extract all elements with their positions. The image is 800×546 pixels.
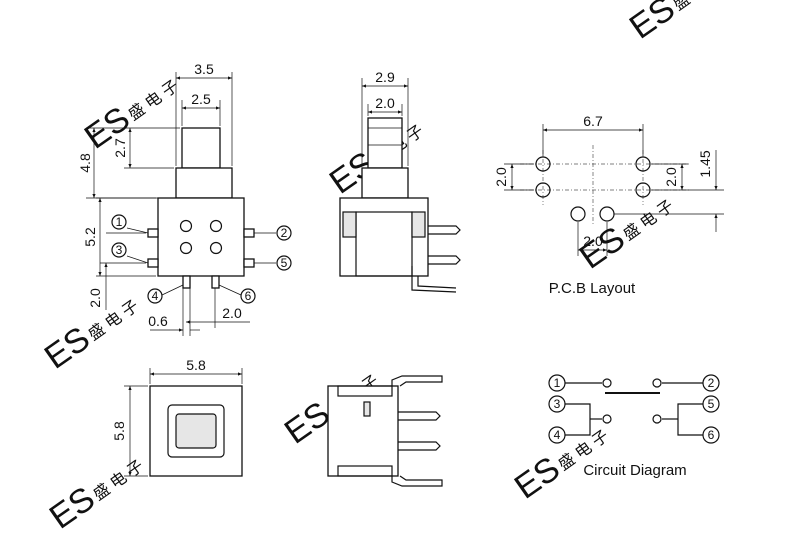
dim-side-2-9: 2.9 [375, 69, 395, 85]
pcb-pad [635, 156, 651, 172]
dim-pcb-2-0-right: 2.0 [663, 167, 679, 187]
svg-text:盛 电 子: 盛 电 子 [90, 457, 147, 504]
side-cavity [355, 211, 413, 277]
circuit-pin-4: 4 [554, 428, 561, 442]
front-pin-right-top [243, 228, 255, 238]
bottom-side-view [327, 375, 443, 487]
front-pin-right-bottom [243, 258, 255, 268]
circuit-pin-3: 3 [554, 397, 561, 411]
dim-front-2-5: 2.5 [191, 91, 211, 107]
bottom-side-body [327, 385, 399, 477]
pcb-pad [570, 206, 586, 222]
side-pin-bent [411, 266, 457, 289]
side-pin-bottom [428, 255, 461, 265]
dim-front-5-2: 5.2 [82, 227, 98, 247]
dim-front-0-6: 0.6 [148, 313, 168, 329]
circuit-pin-6: 6 [708, 428, 715, 442]
pin-label-1: 1 [116, 215, 123, 229]
circuit-diagram-caption: Circuit Diagram [583, 462, 686, 479]
circuit-pin-5: 5 [708, 397, 715, 411]
dim-top-5-8-height: 5.8 [111, 421, 127, 441]
dim-pcb-6-7: 6.7 [583, 113, 603, 129]
dim-front-2-0-left: 2.0 [87, 288, 103, 308]
top-button-outer [167, 404, 225, 458]
front-contact [209, 219, 223, 233]
pin-label-3: 3 [116, 243, 123, 257]
pcb-pad [635, 182, 651, 198]
svg-text:盛 电 子: 盛 电 子 [125, 77, 182, 124]
front-stem [181, 127, 221, 169]
pcb-pad [535, 156, 551, 172]
circuit-pin-1: 1 [554, 376, 561, 390]
front-view: 3.5 2.5 4.8 2.7 5.2 2.0 0.6 2.0 [77, 61, 292, 336]
dim-top-5-8-width: 5.8 [186, 357, 206, 373]
svg-text:盛 电 子: 盛 电 子 [620, 197, 677, 244]
front-contact [179, 219, 193, 233]
circuit-pin-2: 2 [708, 376, 715, 390]
pcb-pad [535, 182, 551, 198]
pcb-layout-caption: P.C.B Layout [549, 280, 636, 297]
pin-label-5: 5 [281, 256, 288, 270]
front-contact [179, 241, 193, 255]
front-pin-bottom-right [211, 275, 220, 289]
svg-text:ES: ES [623, 0, 682, 47]
pcb-layout: 6.7 2.0 2.0 1.45 2.0 P.C.B Layout [493, 113, 724, 297]
side-view: 2.9 2.0 [339, 69, 461, 293]
front-contact [209, 241, 223, 255]
front-pin-left-top [147, 228, 159, 238]
dim-front-2-0-bottom: 2.0 [222, 305, 242, 321]
front-pin-left-bottom [147, 258, 159, 268]
dim-front-3-5: 3.5 [194, 61, 214, 77]
top-view: 5.8 5.8 [111, 357, 243, 477]
front-actuator [175, 167, 233, 199]
dim-pcb-2-0-left: 2.0 [493, 167, 509, 187]
dim-front-4-8: 4.8 [77, 153, 93, 173]
pin-label-6: 6 [245, 289, 252, 303]
side-pin-top [428, 225, 461, 235]
pcb-pad [599, 206, 615, 222]
front-body [157, 197, 245, 277]
dim-pcb-1-45: 1.45 [697, 150, 713, 177]
pin-label-2: 2 [281, 226, 288, 240]
pin-label-4: 4 [152, 289, 159, 303]
bottom-pin-top [398, 411, 441, 421]
dim-side-2-0: 2.0 [375, 95, 395, 111]
side-actuator [361, 167, 409, 199]
svg-text:盛 电 子: 盛 电 子 [670, 0, 727, 14]
front-pin-bottom-left [182, 275, 191, 289]
circuit-diagram: 1 2 3 5 4 6 Circuit Diagram [548, 374, 720, 479]
side-stem [367, 117, 403, 169]
bottom-pin-bottom [398, 441, 441, 451]
top-button [175, 413, 217, 449]
dim-front-2-7: 2.7 [112, 138, 128, 158]
dim-pcb-2-0-bottom: 2.0 [583, 233, 603, 249]
